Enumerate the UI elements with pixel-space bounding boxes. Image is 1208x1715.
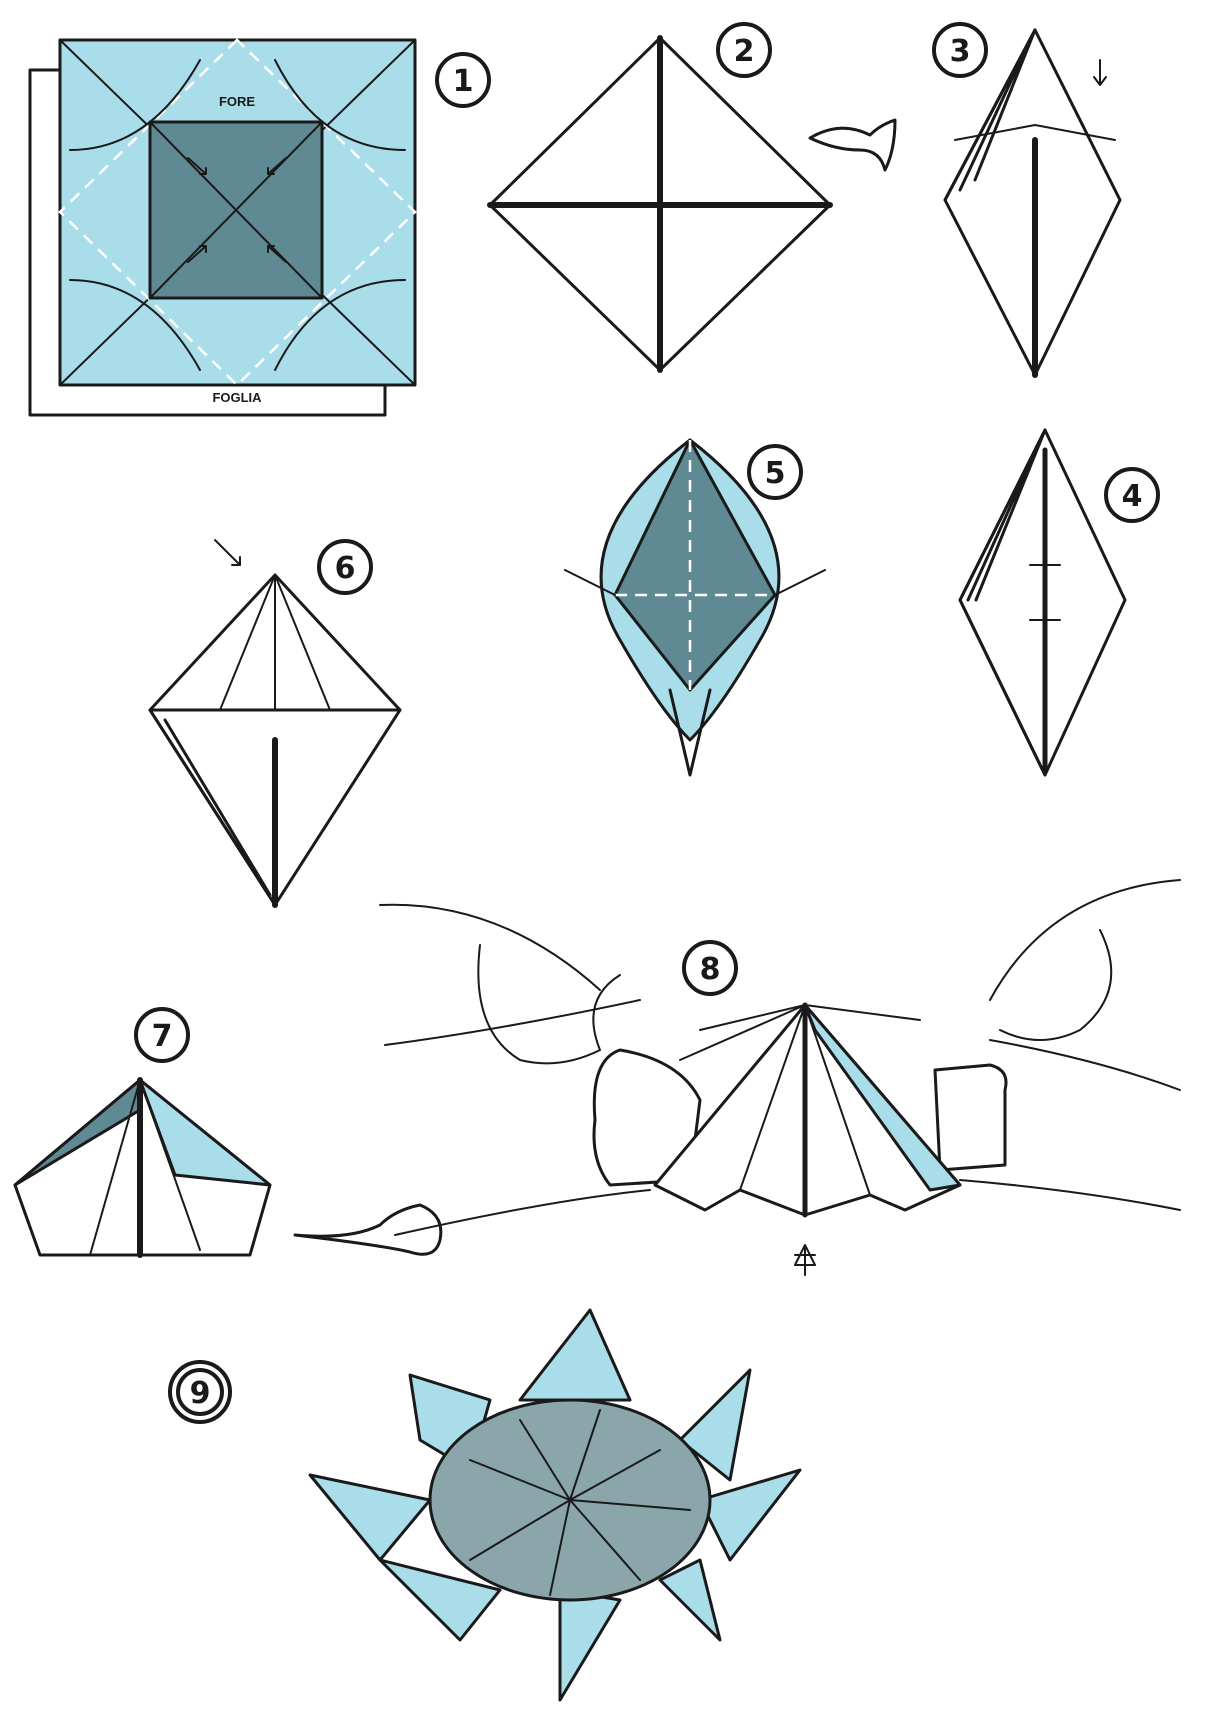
pull-down-arrow-icon (795, 1245, 815, 1275)
step-4-figure: 4 (960, 430, 1158, 775)
step-6-figure: 6 (150, 540, 400, 905)
step-4-number: 4 (1122, 479, 1143, 514)
foglia-label: FOGLIA (212, 390, 262, 405)
step-6-number: 6 (335, 551, 356, 586)
step-7-figure: 7 (15, 1009, 441, 1255)
step-2-figure: 2 (490, 24, 895, 370)
step-8-number: 8 (700, 952, 721, 987)
push-arrow-icon (215, 540, 240, 565)
turn-over-arrow-icon (810, 120, 895, 170)
fold-arrow-icon (1094, 60, 1106, 85)
step-1-number: 1 (453, 64, 474, 99)
step-3-number: 3 (950, 34, 971, 69)
step-9-number: 9 (190, 1376, 211, 1411)
fore-label: FORE (219, 94, 255, 109)
step-2-number: 2 (734, 34, 755, 69)
step-8-figure: 8 (380, 880, 1180, 1275)
step-3-figure: 3 (934, 24, 1120, 375)
petal-bottom (560, 1590, 620, 1700)
petal-top (520, 1310, 630, 1400)
right-thumb (1000, 930, 1111, 1040)
step-7-number: 7 (152, 1019, 173, 1054)
left-thumb (478, 945, 620, 1063)
petal-left (310, 1475, 430, 1560)
step-9-figure: 9 (170, 1310, 800, 1700)
petal-right (700, 1470, 800, 1560)
step-5-figure: 5 (565, 440, 825, 775)
right-finger (935, 1065, 1006, 1170)
step-1-figure: FORE FOGLIA 1 (30, 40, 489, 415)
wrist-outlines (380, 880, 1180, 1000)
step-5-number: 5 (765, 456, 786, 491)
